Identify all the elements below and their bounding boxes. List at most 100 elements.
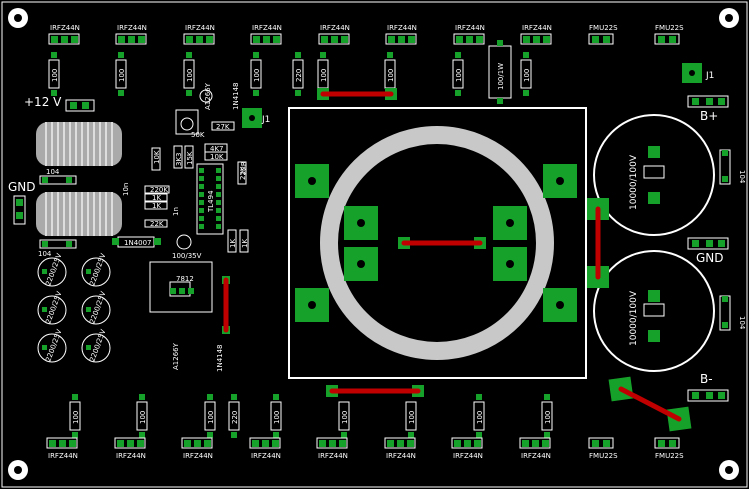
- resistor-label: 100: [476, 411, 484, 424]
- resistor-label: 220: [295, 69, 303, 82]
- mosfet-label: IRFZ44N: [185, 24, 215, 32]
- cap-main-label: 10000/100V: [629, 154, 639, 210]
- output-capacitor-bottom: 10000/100V: [593, 250, 715, 372]
- r-15k-label: 15K: [186, 151, 194, 165]
- resistor-label: 100: [186, 69, 194, 82]
- ic-label: TL494: [207, 190, 215, 213]
- diode-label: FMU22S: [589, 24, 618, 32]
- resistor-label: 100: [387, 69, 395, 82]
- bottom-gate-resistors: 100 100 100 220 100 100 100 100 100: [69, 394, 553, 438]
- cap-label: 2200/25V: [88, 290, 107, 325]
- r-3k3-label: 3K3: [175, 153, 183, 167]
- cap-100-35v-label: 100/35V: [172, 252, 202, 260]
- mounting-hole-bottom-left: [8, 460, 28, 480]
- resistor-label: 100: [139, 411, 147, 424]
- label-gnd-right: GND: [696, 251, 724, 265]
- r-1k-label: 1K: [152, 202, 161, 210]
- diode-1n4148-label: 1N4148: [232, 82, 240, 110]
- resistor-label: 100: [544, 411, 552, 424]
- cap-label: 2200/25V: [44, 290, 63, 325]
- r-4k7-label: 4K7: [210, 145, 224, 153]
- mosfet-label: IRFZ44N: [48, 452, 78, 460]
- mosfet-label: IRFZ44N: [251, 452, 281, 460]
- mosfet-label: IRFZ44N: [116, 452, 146, 460]
- top-mosfets: IRFZ44N IRFZ44N IRFZ44N IRFZ44N IRFZ44N …: [48, 24, 684, 45]
- cap-104-label: 104: [738, 316, 746, 330]
- resistor-label: 220: [231, 411, 239, 424]
- diode-label: FMU22S: [655, 24, 684, 32]
- input-capacitor-bank: 2200/25V 2200/25V 2200/25V 2200/25V 2200…: [37, 252, 111, 363]
- inductor-bottom: [36, 192, 122, 236]
- r-50k-label: 50K: [191, 131, 205, 139]
- r-1k-label: 1K: [229, 239, 237, 248]
- cap-main-label: 10000/100V: [629, 290, 639, 346]
- resistor-label: 100: [455, 69, 463, 82]
- resistor-label: 100/1W: [497, 63, 505, 90]
- resistor-label: 100: [253, 69, 261, 82]
- r-1k-label: 1K: [152, 194, 161, 202]
- cap-104-label: 104: [46, 168, 60, 176]
- resistor-label: 100: [72, 411, 80, 424]
- r-10k-label: 10K: [153, 150, 161, 164]
- resistor-label: 100: [523, 69, 531, 82]
- r-10k-label: 10K: [210, 153, 224, 161]
- top-gate-resistors: 100 100 100 100 220 100 100 100: [48, 40, 532, 104]
- mosfet-label: IRFZ44N: [453, 452, 483, 460]
- mosfet-label: IRFZ44N: [50, 24, 80, 32]
- mosfet-label: IRFZ44N: [117, 24, 147, 32]
- mounting-hole-top-right: [719, 8, 739, 28]
- transformer: [288, 107, 587, 379]
- r-22k-label: 22K: [150, 220, 164, 228]
- trace: [618, 386, 682, 422]
- cap-label: 2200/25V: [44, 328, 63, 363]
- diode-label: FMU22S: [589, 452, 618, 460]
- mounting-hole-bottom-right: [719, 460, 739, 480]
- r-22k-label: 22K: [239, 166, 247, 180]
- label-gnd-left: GND: [8, 180, 36, 194]
- diode-label: FMU22S: [655, 452, 684, 460]
- resistor-label: 100: [51, 69, 59, 82]
- cap-10n-label: 10n: [122, 183, 130, 196]
- resistor-label: 100: [408, 411, 416, 424]
- r-220k-label: 220K: [150, 186, 168, 194]
- mosfet-label: IRFZ44N: [386, 452, 416, 460]
- led-label: A1266Y: [172, 342, 180, 370]
- bottom-mosfets: IRFZ44N IRFZ44N IRFZ44N IRFZ44N IRFZ44N …: [46, 437, 684, 460]
- mosfet-label: IRFZ44N: [320, 24, 350, 32]
- mounting-hole-top-left: [8, 8, 28, 28]
- diode-1n4007-label: 1N4007: [124, 239, 152, 247]
- cap-104-label: 104: [38, 250, 52, 258]
- label-plus12v: +12 V: [24, 95, 62, 109]
- r-22r-label: 22R: [240, 161, 248, 175]
- r-27k-label: 27K: [216, 123, 230, 131]
- resistor-label: 100: [207, 411, 215, 424]
- mosfet-label: IRFZ44N: [183, 452, 213, 460]
- regulator-label: 7812: [176, 275, 194, 283]
- diode-1n4148-label: 1N4148: [216, 344, 224, 372]
- cap-label: 2200/25V: [88, 328, 107, 363]
- resistor-label: 100: [273, 411, 281, 424]
- resistor-label: 100: [341, 411, 349, 424]
- r-1k-label: 1K: [241, 239, 249, 248]
- cap-label: 2200/25V: [88, 252, 107, 287]
- connector-j1-label: J1: [705, 71, 714, 81]
- output-capacitor-top: 10000/100V: [593, 114, 715, 236]
- mosfet-label: IRFZ44N: [522, 24, 552, 32]
- resistor-label: 100: [320, 69, 328, 82]
- resistor-label: 100: [118, 69, 126, 82]
- connector-j1-label: J1: [261, 115, 270, 125]
- mosfet-label: IRFZ44N: [455, 24, 485, 32]
- label-b-plus: B+: [700, 109, 718, 123]
- cap-1n-label: 1n: [172, 207, 180, 216]
- mosfet-label: IRFZ44N: [252, 24, 282, 32]
- led-label: A1266Y: [204, 82, 212, 110]
- mosfet-label: IRFZ44N: [387, 24, 417, 32]
- cap-104-label: 104: [738, 170, 746, 184]
- control-section: 50K A1266Y 1N4148 27K 4K7 10K 10K 3K3 15…: [112, 82, 249, 372]
- label-b-minus: B-: [700, 372, 713, 386]
- mosfet-label: IRFZ44N: [521, 452, 551, 460]
- mosfet-label: IRFZ44N: [318, 452, 348, 460]
- inductor-top: [36, 122, 122, 166]
